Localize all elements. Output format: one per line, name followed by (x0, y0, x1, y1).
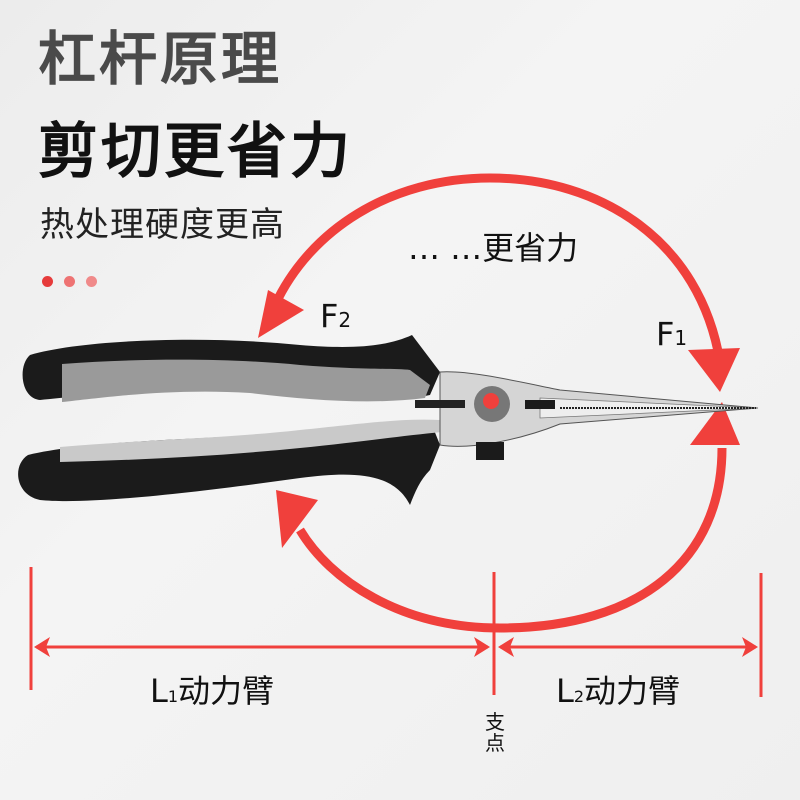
arm-text: 动力臂 (178, 672, 275, 710)
arm-text: 动力臂 (584, 672, 681, 710)
dot-icon (64, 276, 75, 287)
arm-label-l1: L1动力臂 (150, 675, 274, 707)
arm-index: 1 (167, 687, 179, 706)
top-arc-arrow (270, 173, 725, 363)
force-label-f2: F2 (320, 300, 351, 332)
pliers-image (18, 335, 759, 505)
arm-index: 2 (573, 687, 585, 706)
force-index: 1 (674, 326, 688, 350)
saving-label: … …更省力 (408, 229, 579, 267)
arrowhead-tip-bottom-icon (690, 402, 740, 445)
arrowhead-left-icon (498, 637, 514, 657)
arrowhead-f2-icon (258, 290, 304, 338)
arrowhead-left-icon (34, 637, 50, 657)
force-index: 2 (338, 308, 352, 332)
arrowhead-handle-bottom-icon (276, 490, 318, 548)
page-title: 杠杆原理 (38, 25, 283, 93)
bottom-arc-arrow (296, 447, 727, 633)
force-letter: F (320, 297, 339, 335)
arm-label-l2: L2动力臂 (556, 675, 680, 707)
arm-letter: L (556, 672, 574, 710)
arrowhead-right-icon (742, 637, 758, 657)
fulcrum-label: 支点 (485, 710, 505, 755)
force-letter: F (656, 315, 675, 353)
arrowhead-f1-icon (688, 348, 740, 392)
dot-icon (86, 276, 97, 287)
lever-arm-measurement (29, 567, 763, 697)
decorative-dots (42, 276, 97, 287)
arrowhead-right-icon (474, 637, 490, 657)
force-label-f1: F1 (656, 318, 687, 350)
headline: 剪切更省力 (38, 117, 353, 187)
arm-letter: L (150, 672, 168, 710)
subtitle: 热处理硬度更高 (40, 205, 285, 245)
dot-icon (42, 276, 53, 287)
